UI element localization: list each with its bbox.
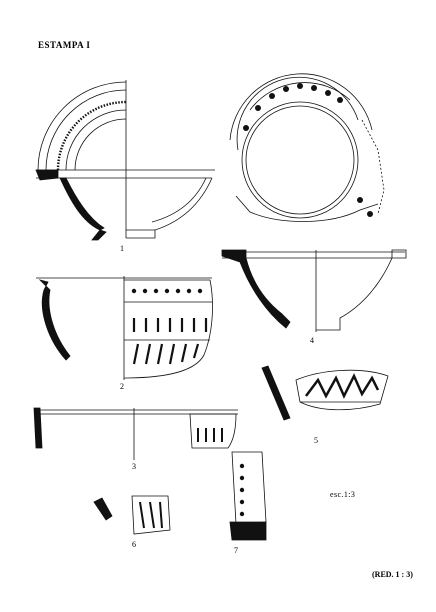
figure-6-label: 6 [132,540,136,549]
figure-5-label: 5 [314,436,318,445]
figure-1-label: 1 [120,244,124,253]
figure-4-ring-plate [229,73,385,222]
figure-4-label: 4 [310,336,314,345]
reduction-note: (RED. 1 : 3) [372,570,413,579]
figure-4-bowl [221,249,407,332]
figure-2-label: 2 [120,382,124,391]
figure-2-vessel [36,276,213,380]
figure-7-sherd [229,451,267,541]
figure-3-plate [33,407,238,460]
figure-7-label: 7 [234,546,238,555]
figure-1-bowl [35,80,215,241]
figure-3-label: 3 [132,462,136,471]
figure-6-sherd [93,495,171,535]
plate-title: ESTAMPA I [38,40,91,50]
figure-5-sherd [261,365,389,421]
scale-note: esc.1:3 [330,490,356,499]
